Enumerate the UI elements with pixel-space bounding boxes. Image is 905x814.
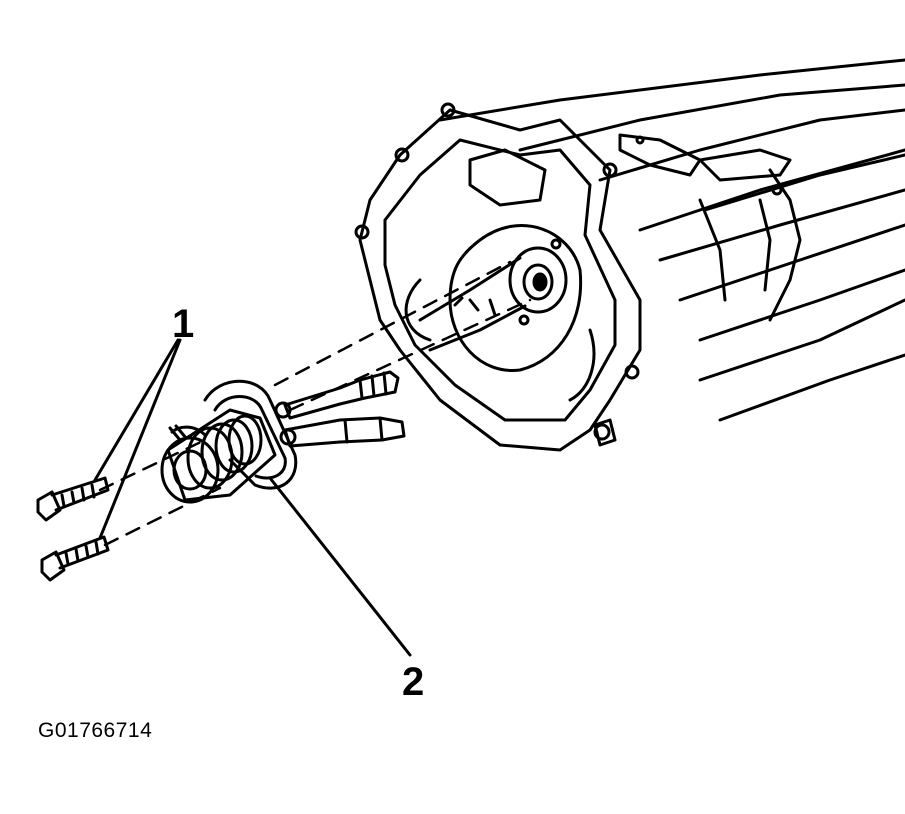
input-shaft [418,238,568,352]
hydraulic-fittings [274,370,406,448]
bell-housing [354,102,642,452]
leader-lines [93,338,412,657]
transmission-case [438,58,905,422]
callout-1-label: 1 [172,302,195,346]
callout-2-label: 2 [402,660,425,704]
alignment-lines [98,260,532,547]
mounting-bolt-lower [40,535,110,582]
clutch-actuator-cylinder [160,379,298,504]
mounting-bolt-upper [36,476,110,522]
figure-code: G01766714 [38,719,153,742]
